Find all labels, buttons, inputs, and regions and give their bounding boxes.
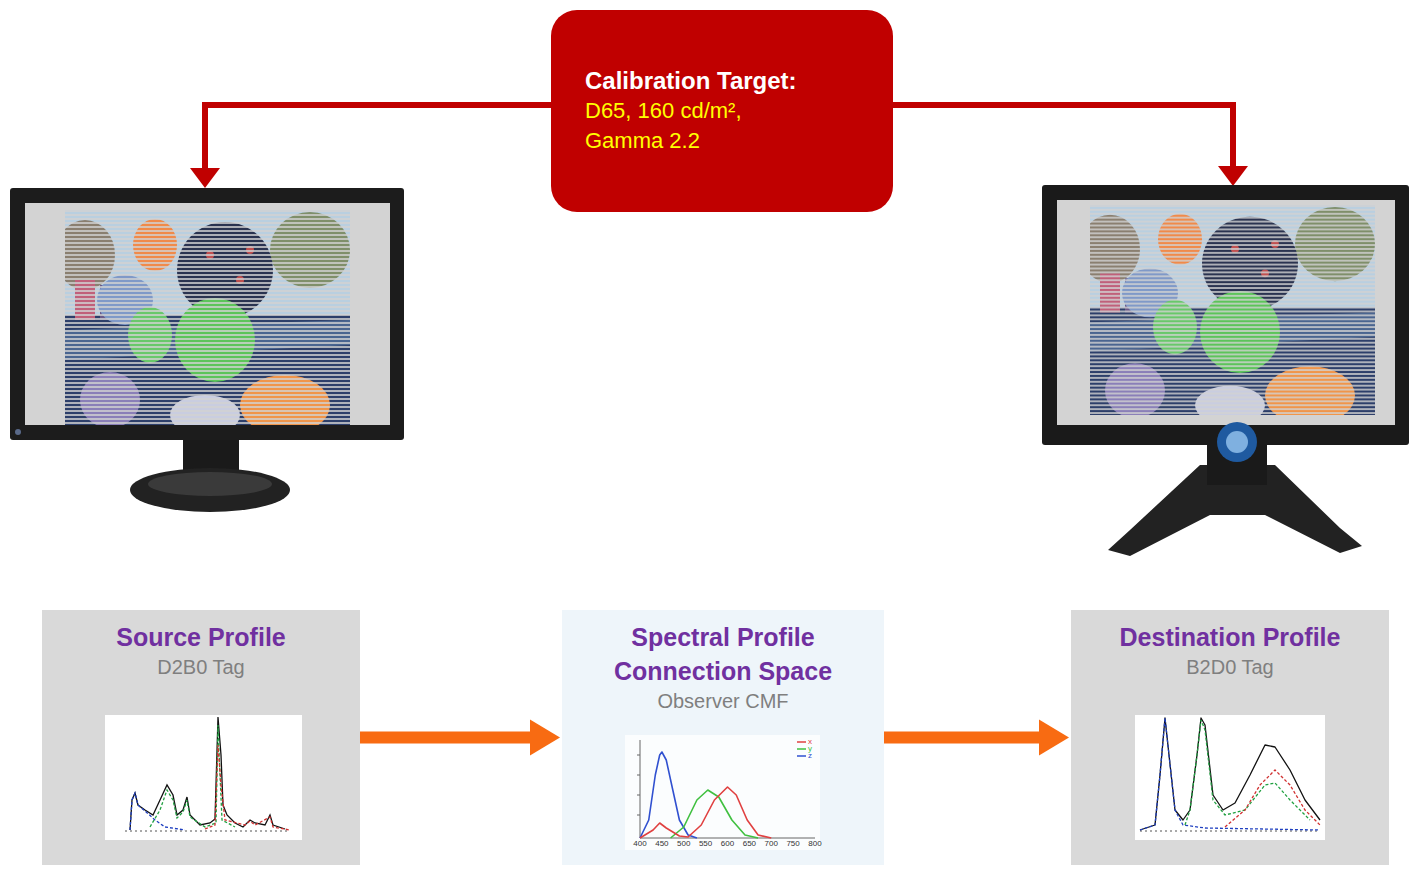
node-subtitle: Observer CMF xyxy=(657,688,788,714)
node-title: Calibration Target: xyxy=(585,66,797,96)
profile-box: Destination ProfileB2D0 Tag xyxy=(1071,610,1389,865)
left-monitor xyxy=(10,188,404,512)
legend-label: z xyxy=(808,752,812,760)
spectrum-green xyxy=(150,725,235,827)
node-subtitle: D65, 160 cd/m², Gamma 2.2 xyxy=(585,96,775,156)
cmf-chart xyxy=(625,735,820,850)
leader-arrow xyxy=(205,105,560,170)
axis-tick-label: 500 xyxy=(677,840,690,848)
spectrum-green xyxy=(1185,720,1310,825)
arrow-head xyxy=(190,168,220,188)
chart-axis xyxy=(640,838,815,839)
screen-photo xyxy=(1080,205,1375,425)
arrow-shaft xyxy=(884,732,1040,744)
node-title: Destination Profile xyxy=(1120,620,1341,654)
stand-ring xyxy=(1226,431,1248,453)
node-subtitle: B2D0 Tag xyxy=(1186,654,1273,680)
arrow-head xyxy=(530,720,560,756)
axis-tick-label: 750 xyxy=(786,840,799,848)
axis-tick-label: 550 xyxy=(699,840,712,848)
flow-arrow xyxy=(884,720,1069,756)
profile-box: Source ProfileD2B0 Tag xyxy=(42,610,360,865)
axis-tick-label: 700 xyxy=(765,840,778,848)
axis-tick-label: 450 xyxy=(655,840,668,848)
legend-sample xyxy=(797,748,806,750)
spectrum-red xyxy=(1225,770,1320,827)
monitor-bezel xyxy=(1042,185,1409,445)
axis-tick-label: 650 xyxy=(743,840,756,848)
arrow-shaft xyxy=(360,732,531,744)
axis-tick-label: 600 xyxy=(721,840,734,848)
chart-axis xyxy=(125,831,290,832)
monitor-base xyxy=(130,468,290,512)
calibration-box: Calibration Target:D65, 160 cd/m², Gamma… xyxy=(551,10,893,212)
node-title: Source Profile xyxy=(116,620,286,654)
pcs-box: Spectral Profile Connection SpaceObserve… xyxy=(562,610,884,865)
monitor-screen xyxy=(1057,200,1395,425)
axis-tick-label: 400 xyxy=(633,840,646,848)
spectrum-total xyxy=(130,717,285,830)
arrow-head xyxy=(1218,166,1248,186)
legend-sample xyxy=(797,741,806,743)
leader-arrow xyxy=(885,105,1233,168)
chart-ticks xyxy=(637,755,640,815)
axis-tick-label: 800 xyxy=(808,840,821,848)
chart-ground xyxy=(625,735,820,850)
spectrum-blue xyxy=(1140,718,1320,830)
cmf-x xyxy=(640,787,771,838)
destination-spectrum-chart xyxy=(1135,715,1325,840)
power-led xyxy=(15,429,21,435)
legend-sample xyxy=(797,755,806,757)
flow-arrow xyxy=(360,720,560,756)
chart-ground xyxy=(1135,715,1325,840)
node-subtitle: D2B0 Tag xyxy=(157,654,244,680)
node-title: Spectral Profile Connection Space xyxy=(572,620,874,688)
monitor-base xyxy=(148,472,272,496)
right-monitor xyxy=(1042,185,1409,556)
spectrum-total xyxy=(1140,718,1320,830)
arrow-head xyxy=(1039,720,1069,756)
monitor-bezel xyxy=(10,188,404,440)
chart-axis xyxy=(1140,831,1320,832)
stand-ring xyxy=(1217,422,1257,462)
source-spectrum-chart xyxy=(105,715,302,840)
screen-photo xyxy=(55,210,350,435)
spectrum-blue xyxy=(130,793,185,830)
cmf-z xyxy=(640,752,697,838)
spectrum-red xyxy=(205,745,290,830)
chart-ground xyxy=(105,715,302,840)
